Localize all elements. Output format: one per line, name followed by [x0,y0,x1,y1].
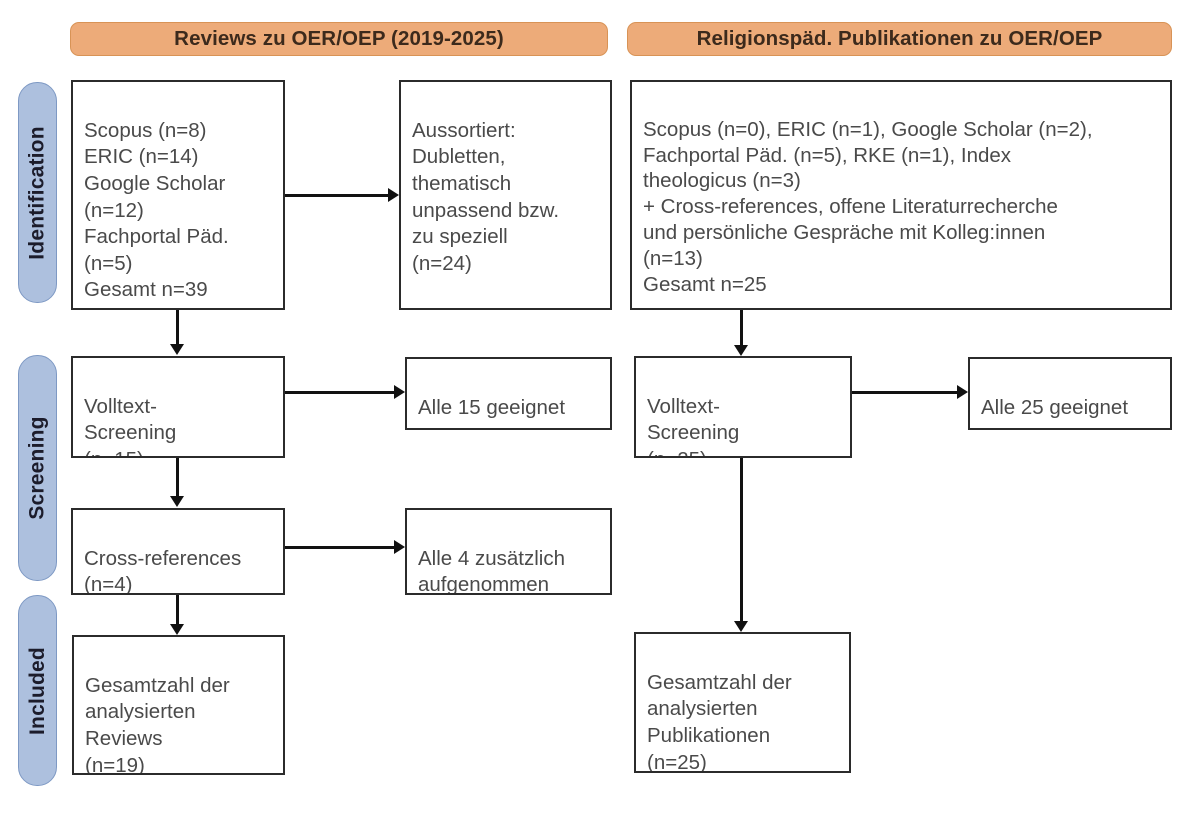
connector-right-sources-to-screening [740,310,743,345]
stage-label-identification: Identification [25,125,49,260]
left-identification-sources-text: Scopus (n=8) ERIC (n=14) Google Scholar … [84,118,229,302]
arrowhead-left-crossrefs-to-included [170,624,184,635]
arrowhead-left-screening-to-crossrefs [170,496,184,507]
left-fulltext-screening-box: Volltext- Screening (n=15) [71,356,285,458]
column-header-left-label: Reviews zu OER/OEP (2019-2025) [174,27,504,50]
left-excluded-text: Aussortiert: Dubletten, thematisch unpas… [412,118,560,275]
right-fulltext-result-text: Alle 25 geeignet [981,395,1129,419]
column-header-left: Reviews zu OER/OEP (2019-2025) [70,22,608,56]
arrowhead-right-sources-to-screening [734,345,748,356]
stage-pill-included: Included [18,595,57,786]
stage-pill-identification: Identification [18,82,57,303]
right-fulltext-result-box: Alle 25 geeignet [968,357,1172,430]
right-fulltext-screening-text: Volltext- Screening (n=25) [647,394,740,456]
left-cross-references-box: Cross-references (n=4) [71,508,285,595]
arrowhead-right-screening-to-result [957,385,968,399]
connector-left-crossrefs-to-included [176,595,179,626]
left-cross-references-result-box: Alle 4 zusätzlich aufgenommen [405,508,612,595]
stage-label-screening: Screening [25,416,49,520]
arrowhead-left-crossrefs-to-result [394,540,405,554]
right-included-total-text: Gesamtzahl der analysierten Publikatione… [647,670,792,773]
right-identification-sources-text: Scopus (n=0), ERIC (n=1), Google Scholar… [643,117,1093,296]
connector-left-crossrefs-to-result [285,546,394,549]
stage-pill-screening: Screening [18,355,57,581]
left-fulltext-result-text: Alle 15 geeignet [418,395,566,419]
left-cross-references-result-text: Alle 4 zusätzlich aufgenommen [418,546,565,595]
left-included-total-box: Gesamtzahl der analysierten Reviews (n=1… [72,635,285,775]
arrowhead-left-sources-to-excluded [388,188,399,202]
connector-left-screening-to-result [285,391,394,394]
right-included-total-box: Gesamtzahl der analysierten Publikatione… [634,632,851,773]
column-header-right: Religionspäd. Publikationen zu OER/OEP [627,22,1172,56]
left-cross-references-text: Cross-references (n=4) [84,546,242,595]
left-identification-sources-box: Scopus (n=8) ERIC (n=14) Google Scholar … [71,80,285,310]
left-fulltext-screening-text: Volltext- Screening (n=15) [84,394,177,456]
left-included-total-text: Gesamtzahl der analysierten Reviews (n=1… [85,673,230,775]
left-excluded-box: Aussortiert: Dubletten, thematisch unpas… [399,80,612,310]
connector-right-screening-to-included [740,458,743,623]
column-header-right-label: Religionspäd. Publikationen zu OER/OEP [696,27,1103,50]
right-fulltext-screening-box: Volltext- Screening (n=25) [634,356,852,458]
arrowhead-left-sources-to-screening [170,344,184,355]
connector-left-screening-to-crossrefs [176,458,179,496]
right-identification-sources-box: Scopus (n=0), ERIC (n=1), Google Scholar… [630,80,1172,310]
stage-label-included: Included [25,646,49,735]
arrowhead-right-screening-to-included [734,621,748,632]
arrowhead-left-screening-to-result [394,385,405,399]
left-fulltext-result-box: Alle 15 geeignet [405,357,612,430]
connector-left-sources-to-screening [176,310,179,344]
connector-right-screening-to-result [852,391,957,394]
connector-left-sources-to-excluded [285,194,388,197]
